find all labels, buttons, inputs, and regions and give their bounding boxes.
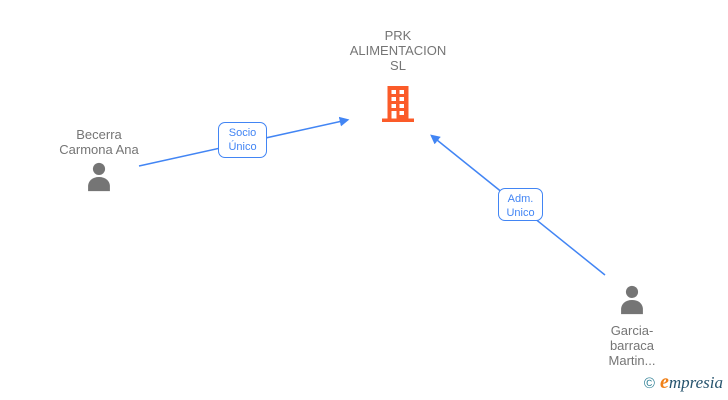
company-name: PRK ALIMENTACION SL <box>350 28 447 73</box>
edge-label-line1: Adm. <box>507 193 534 205</box>
person-name-line1: Becerra <box>76 127 122 142</box>
edge-label-socio-unico: Socio Único <box>218 122 267 158</box>
company-name-line3: SL <box>390 58 406 73</box>
company-name-line1: PRK <box>384 28 412 43</box>
brand-name: empresia <box>660 371 723 394</box>
person-icon <box>88 162 110 192</box>
edge-label-line2: Único <box>228 141 257 153</box>
person-name-line1: Garcia- <box>610 323 654 338</box>
person-node-garcia-barraca-martin[interactable]: Garcia- barraca Martin... <box>552 283 712 368</box>
company-name-line2: ALIMENTACION <box>349 43 447 58</box>
edge-label-adm-unico: Adm. Unico <box>498 188 543 221</box>
edge-label-line2: Unico <box>506 207 535 219</box>
person-name-line2: barraca <box>609 338 655 353</box>
empresia-logo[interactable]: © empresia <box>644 371 723 394</box>
person-name: Garcia- barraca Martin... <box>609 323 656 368</box>
company-node[interactable]: PRK ALIMENTACION SL <box>317 28 479 122</box>
person-node-becerra-carmona-ana[interactable]: Becerra Carmona Ana <box>19 127 179 194</box>
person-icon <box>621 285 643 315</box>
person-name-line2: Carmona Ana <box>59 142 139 157</box>
person-name: Becerra Carmona Ana <box>59 127 139 157</box>
person-name-line3: Martin... <box>608 353 656 368</box>
brand-initial: e <box>659 371 669 393</box>
edge-label-line1: Socio <box>228 127 257 139</box>
brand-rest: mpresia <box>668 373 723 392</box>
copyright-icon: © <box>643 375 655 392</box>
building-icon <box>382 86 414 122</box>
